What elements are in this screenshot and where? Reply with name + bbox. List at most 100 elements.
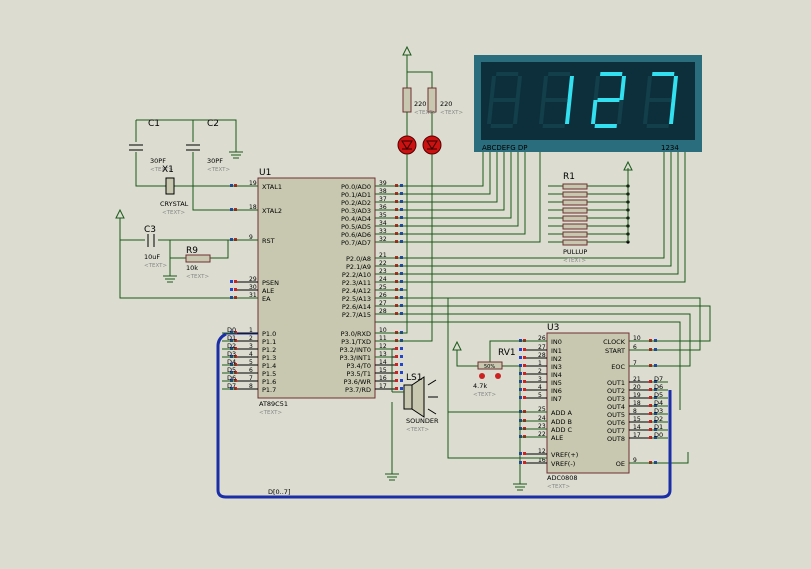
u3-in1-pin[interactable]: 27 IN1 — [519, 344, 562, 355]
rv1-potentiometer[interactable]: 50% RV1 4.7k <TEXT> — [452, 340, 547, 491]
u1-p22a10-pin-name: P2.2/A10 — [342, 271, 371, 279]
u1-p25a13-pin-number: 26 — [379, 292, 387, 299]
r1-pullup[interactable]: R1 PULLUP <TEXT> — [548, 160, 633, 264]
u1-p16-pin-number: 7 — [249, 375, 253, 382]
u1-bus-label: D5 — [227, 366, 236, 374]
u1-part: AT89C51 — [259, 400, 288, 408]
u1-p36wr-pin-number: 16 — [379, 375, 387, 382]
u3-bus-label: D3 — [654, 407, 663, 415]
u1-p11-pin-name: P1.1 — [262, 338, 276, 346]
x1-value: CRYSTAL — [160, 200, 189, 208]
u3-bus-label: D0 — [654, 431, 663, 439]
reset-circuit[interactable]: C3 10uF <TEXT> R9 10k <TEXT> — [115, 208, 258, 299]
u1-p04ad4-pin-name: P0.4/AD4 — [341, 215, 371, 223]
u1-p03ad3-pin-number: 36 — [379, 204, 387, 211]
u1-p34t0-pin-number: 14 — [379, 359, 387, 366]
u3-bus-label: D2 — [654, 415, 663, 423]
u1-ale-pin[interactable]: 30 ALE — [230, 284, 274, 295]
ls1-body — [403, 384, 413, 410]
u3-out7-pin-name: OUT7 — [607, 427, 625, 435]
u1-p36wr-pin-name: P3.6/WR — [344, 378, 372, 386]
u3-in1-pin-number: 27 — [538, 344, 546, 351]
u1-p06ad6-pin-name: P0.6/AD6 — [341, 231, 371, 239]
u3-out7-pin-number: 14 — [633, 424, 641, 431]
u1-ale-pin-number: 30 — [249, 284, 257, 291]
u1-bus-label: D3 — [227, 350, 236, 358]
u1-bus-label: D7 — [227, 382, 236, 390]
u3-bus-label: D7 — [654, 375, 663, 383]
u3-tag: <TEXT> — [547, 484, 570, 490]
u1-p23a11-pin-name: P2.3/A11 — [342, 279, 371, 287]
u3-in2-pin-number: 28 — [538, 352, 546, 359]
power-icon-reset — [115, 208, 125, 219]
ground-icon-adc — [513, 483, 527, 491]
u1-p15-pin-number: 6 — [249, 367, 253, 374]
r1-ref: R1 — [563, 172, 575, 182]
c2-tag: <TEXT> — [207, 167, 230, 173]
u3-addc-pin-number: 23 — [538, 423, 546, 430]
u1-p35t1-pin-name: P3.5/T1 — [346, 370, 371, 378]
u1-p24a12-pin-number: 25 — [379, 284, 387, 291]
u1-p21a9-pin-number: 22 — [379, 260, 387, 267]
u1-p02ad2-pin-number: 37 — [379, 196, 387, 203]
u1-p33int1-pin-name: P3.3/INT1 — [340, 354, 371, 362]
u1-ale-pin-name: ALE — [262, 287, 274, 295]
rv1-body-label: 50% — [484, 364, 495, 370]
u1-p30rxd-pin-number: 10 — [379, 327, 387, 334]
u3-eoc-pin-name: EOC — [611, 363, 625, 371]
u1-ea-pin-name: EA — [262, 295, 271, 303]
rv1-ref: RV1 — [498, 348, 516, 358]
u1-p04ad4-pin-number: 35 — [379, 212, 387, 219]
ls1-sounder[interactable]: LS1 SOUNDER <TEXT> — [375, 348, 439, 481]
u3-bus-label: D5 — [654, 391, 663, 399]
u1-p20a8-pin-name: P2.0/A8 — [346, 255, 371, 263]
u1-p30rxd-pin-name: P3.0/RXD — [341, 330, 371, 338]
u1-xtal2-pin-name: XTAL2 — [262, 207, 282, 215]
u1-p07ad7-pin-number: 32 — [379, 236, 387, 243]
oscillator-circuit[interactable]: C1 30PF <TEXT> C2 30PF <TEXT> X1 CRYSTAL… — [129, 119, 258, 216]
u1-p25a13-pin-name: P2.5/A13 — [342, 295, 371, 303]
u3-vref-pin-name: VREF(+) — [551, 451, 578, 459]
x1-tag: <TEXT> — [162, 210, 185, 216]
digit-labels: 1234 — [661, 144, 679, 152]
u3-in6-pin-number: 4 — [538, 384, 542, 391]
led-indicators[interactable]: 220 <TEXT> 220 <TEXT> — [375, 45, 463, 342]
u1-p36wr-pin[interactable]: 16 P3.6/WR — [344, 375, 403, 386]
c3-tag: <TEXT> — [144, 263, 167, 269]
r1-power-icon — [623, 160, 633, 171]
u3-adda-pin-name: ADD A — [551, 409, 573, 417]
ls1-value: SOUNDER — [406, 417, 439, 425]
u3-oe-pin-name: OE — [616, 460, 625, 468]
u1-p03ad3-pin-name: P0.3/AD3 — [341, 207, 371, 215]
u3-clock-pin-number: 10 — [633, 335, 641, 342]
u1-p05ad5-pin-number: 34 — [379, 220, 387, 227]
ls1-ref: LS1 — [406, 373, 422, 383]
c3-ref: C3 — [144, 225, 156, 235]
seven-segment-display[interactable]: ABCDEFG DP 1234 — [474, 55, 702, 152]
r1-resistor — [548, 191, 630, 198]
u1-p23a11-pin-number: 24 — [379, 276, 387, 283]
c1-ref: C1 — [148, 119, 160, 129]
u1-bus-label: D4 — [227, 358, 236, 366]
bus-name: D[0..7] — [268, 488, 290, 496]
u3-clock-pin-name: CLOCK — [603, 338, 626, 346]
u1-bus-label: D6 — [227, 374, 236, 382]
display-digit — [590, 72, 627, 128]
power-icon — [402, 45, 412, 56]
u1-p05ad5-pin-name: P0.5/AD5 — [341, 223, 371, 231]
ls1-tag: <TEXT> — [406, 427, 429, 433]
r1-resistor — [548, 231, 630, 238]
u3-in1-pin-name: IN1 — [551, 347, 562, 355]
u3-addb-pin-number: 24 — [538, 415, 546, 422]
res-right-tag: <TEXT> — [440, 110, 463, 116]
r9-value: 10k — [186, 264, 198, 272]
